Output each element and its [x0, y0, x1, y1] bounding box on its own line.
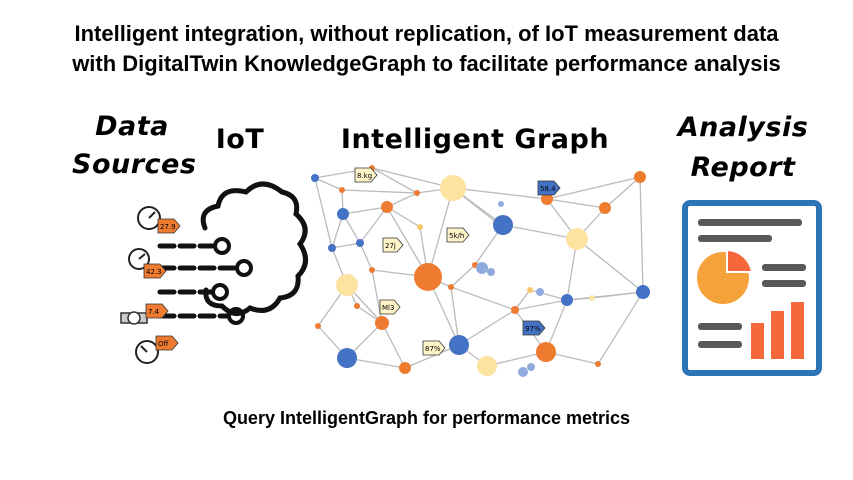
graph-node-26: [536, 342, 556, 362]
report-line-3: [762, 264, 806, 271]
graph-edge-63: [640, 177, 643, 292]
graph-node-14: [414, 263, 442, 291]
graph-edge-30: [451, 287, 515, 310]
graph-node-13: [369, 267, 375, 273]
graph-edge-8: [332, 243, 360, 248]
graph-node-3: [337, 208, 349, 220]
graph-node-2: [339, 187, 345, 193]
sensor-tag-3-text: 7.4: [148, 308, 160, 316]
graph-node-5: [336, 274, 358, 296]
gear-icon-1: [476, 262, 495, 276]
graph-node-1: [311, 174, 319, 182]
graph-node-11: [375, 316, 389, 330]
graph-edge-1: [315, 178, 342, 190]
graph-tag-5-text: 5k/h: [449, 232, 464, 240]
graph-node-27: [561, 294, 573, 306]
report-bar-2: [771, 311, 784, 359]
graph-edge-37: [451, 265, 475, 287]
graph-node-16: [440, 175, 466, 201]
iot-cloud-icon: [160, 184, 306, 323]
graph-node-18: [449, 335, 469, 355]
report-bar-1: [751, 323, 764, 359]
graph-node-31: [595, 361, 601, 367]
sensor-tag-1-text: 27.9: [160, 223, 176, 231]
graph-node-10: [356, 239, 364, 247]
graph-tag-7-text: 97%: [525, 325, 541, 333]
graph-node-12: [399, 362, 411, 374]
graph-tag-1-text: 8.kg: [357, 172, 372, 180]
graph-node-33: [354, 303, 360, 309]
graph-tag-5: 5k/h: [447, 228, 469, 242]
graph-node-34: [417, 224, 423, 230]
graph-tag-2: 27j: [383, 238, 403, 252]
gear-icon-2: [518, 363, 535, 377]
gauge-icon-1: [138, 207, 160, 229]
graph-node-7: [337, 348, 357, 368]
graph-edge-39: [515, 300, 567, 310]
graph-node-28: [599, 202, 611, 214]
sensor-tag-4-text: Off: [158, 340, 169, 348]
graph-edge-6: [343, 207, 387, 214]
graph-edge-4: [342, 190, 417, 193]
footer-caption: Query IntelligentGraph for performance m…: [0, 408, 853, 429]
graph-tag-3-text: Ml3: [382, 304, 394, 312]
graph-edge-49: [598, 292, 643, 364]
graph-node-19: [477, 356, 497, 376]
report-line-1: [698, 219, 802, 226]
report-line-2: [698, 235, 772, 242]
graph-edge-21: [382, 323, 405, 368]
graph-node-17: [448, 284, 454, 290]
gauge-icon-3: [136, 341, 158, 363]
graph-node-15: [414, 190, 420, 196]
graph-edge-20: [372, 270, 382, 323]
sensor-tag-2-text: 42.3: [146, 268, 162, 276]
graph-tag-7: 97%: [523, 321, 545, 335]
graph-node-30: [634, 171, 646, 183]
graph-tag-6: 58.4: [538, 181, 560, 195]
graph-edge-41: [547, 199, 605, 208]
flow-meter-icon: [121, 312, 147, 324]
graph-edge-19: [360, 243, 372, 270]
graph-edge-36: [503, 225, 577, 239]
graph-tag-4-text: 87%: [425, 345, 441, 353]
graph-tag-2-text: 27j: [385, 242, 396, 250]
graph-node-21: [493, 215, 513, 235]
graph-node-9: [381, 201, 393, 213]
graph-node-23: [511, 306, 519, 314]
graph-edge-50: [547, 177, 640, 199]
sensor-tag-1: 27.9: [158, 219, 180, 233]
graph-tag-6-text: 58.4: [540, 185, 556, 193]
report-icon: [685, 203, 819, 373]
sensor-tag-4: Off: [156, 336, 178, 350]
report-bar-3: [791, 302, 804, 359]
graph-node-4: [328, 244, 336, 252]
graph-edge-14: [372, 168, 417, 193]
graph-node-29: [636, 285, 650, 299]
report-line-6: [698, 341, 742, 348]
graph-edge-52: [592, 292, 643, 298]
graph-node-25: [566, 228, 588, 250]
graph-node-6: [315, 323, 321, 329]
graph-tag-3: Ml3: [380, 300, 400, 314]
report-line-5: [698, 323, 742, 330]
graph-node-35: [527, 287, 533, 293]
graph-edge-43: [577, 239, 643, 292]
graph-node-32: [589, 295, 595, 301]
graph-edge-29: [453, 188, 547, 199]
report-line-4: [762, 280, 806, 287]
graph-edge-59: [315, 178, 332, 248]
